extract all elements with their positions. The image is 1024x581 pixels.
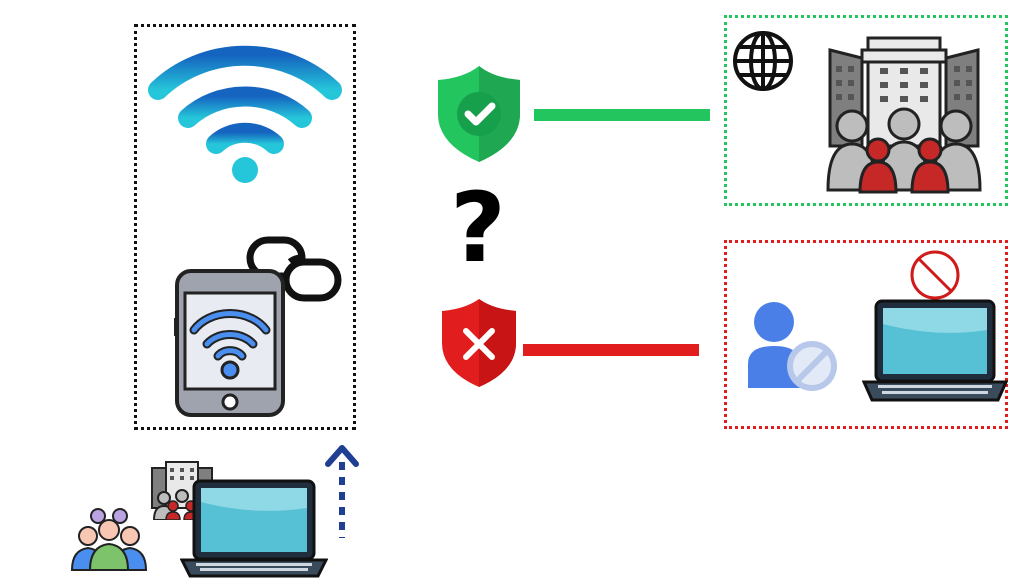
- shield-check-icon: [438, 66, 520, 162]
- denied-connector-line: [523, 344, 699, 356]
- prohibited-icon: [910, 250, 960, 300]
- globe-icon: [733, 31, 793, 91]
- wifi-icon: [148, 45, 342, 183]
- user-blocked-icon: [748, 302, 837, 391]
- device-connection-box: [134, 24, 356, 430]
- dotted-up-arrow-icon: [325, 445, 359, 538]
- allowed-resource-box: [724, 15, 1008, 206]
- laptop-icon: [862, 299, 1008, 402]
- office-people-icon: [826, 36, 982, 194]
- allowed-connector-line: [534, 109, 710, 121]
- shield-x-icon: [442, 299, 516, 387]
- people-group-icon: [70, 508, 148, 571]
- question-mark: ?: [450, 172, 506, 284]
- tablet-wifi-icon: [174, 269, 285, 417]
- laptop-icon: [180, 479, 328, 578]
- denied-resource-box: [724, 240, 1008, 429]
